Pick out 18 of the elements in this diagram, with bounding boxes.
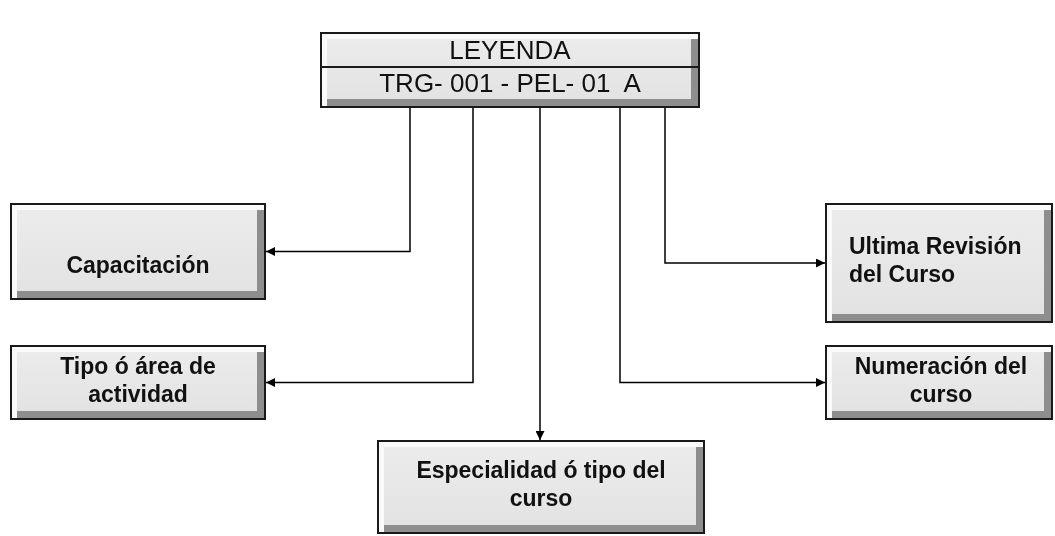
heading: LEYENDA <box>448 35 572 66</box>
box-label: Tipo ó área de actividad <box>59 352 217 409</box>
arrow <box>535 107 545 441</box>
legend-code-box <box>320 32 700 108</box>
arrow <box>619 107 826 387</box>
process-box <box>825 345 1053 420</box>
arrow <box>265 107 411 256</box>
process-box <box>377 440 705 534</box>
box-label: Especialidad ó tipo del curso <box>415 457 667 513</box>
code-text: TRG- 001 - PEL- 01 A <box>322 66 698 99</box>
box-label: Capacitación <box>65 252 211 280</box>
box-label: Numeración del curso <box>853 352 1029 409</box>
arrow <box>265 107 474 387</box>
process-box <box>10 345 266 420</box>
box-label: Ultima Revisión del Curso <box>849 233 1023 289</box>
process-box <box>10 203 266 300</box>
arrow <box>664 107 826 268</box>
process-box <box>825 203 1053 323</box>
